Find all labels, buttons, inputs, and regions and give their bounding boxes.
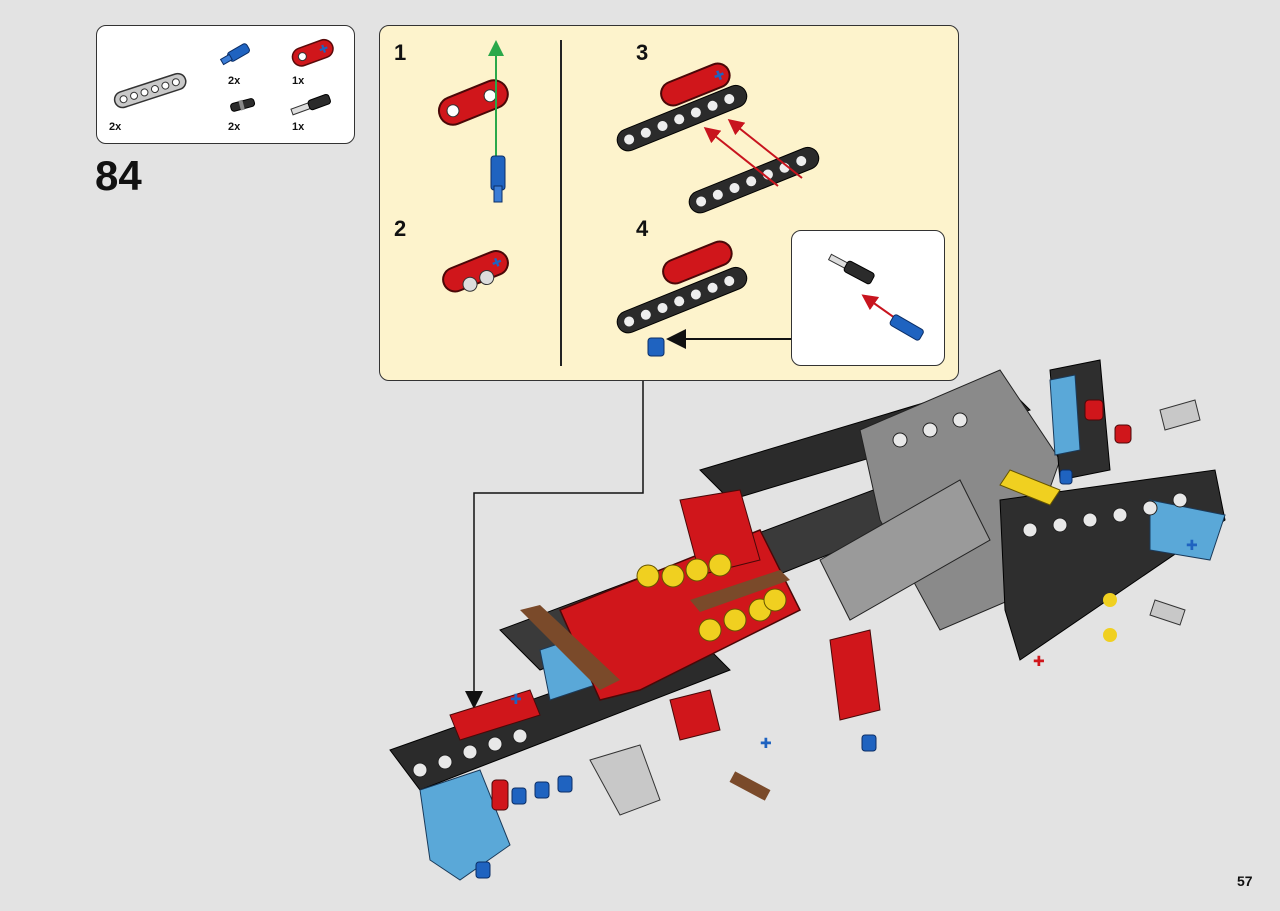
parts-list-illustrations: ✚ bbox=[113, 38, 334, 116]
qty-blue-pin: 2x bbox=[228, 75, 241, 87]
sub-step-2-number: 2 bbox=[394, 216, 407, 241]
svg-text:✚: ✚ bbox=[510, 691, 522, 707]
parts-list-box: ✚ 2x 2x 1x 2x 1x bbox=[96, 25, 355, 144]
chassis-assembly: ✚ ✚ ✚ ✚ bbox=[389, 359, 1226, 881]
sub-steps-illustration: ✚ ✚ bbox=[437, 40, 820, 357]
placement-arrow bbox=[465, 381, 644, 709]
svg-text:✚: ✚ bbox=[1186, 537, 1198, 553]
step-1-blue-pin bbox=[490, 155, 506, 203]
qty-gray-beam: 2x bbox=[109, 121, 122, 133]
gray-beam-part-image bbox=[113, 72, 187, 109]
black-axle-connector-part-image bbox=[290, 93, 331, 116]
svg-text:✚: ✚ bbox=[318, 43, 331, 57]
svg-text:✚: ✚ bbox=[760, 735, 772, 751]
callout-illustration bbox=[827, 253, 924, 341]
qty-red-lever: 1x bbox=[292, 75, 305, 87]
qty-black-pin: 2x bbox=[228, 121, 241, 133]
step-number: 84 bbox=[95, 152, 142, 199]
svg-text:✚: ✚ bbox=[490, 254, 505, 271]
step-4-blue-pin bbox=[647, 337, 665, 357]
black-friction-pin-part-image bbox=[230, 98, 256, 112]
sub-step-4-number: 4 bbox=[636, 216, 649, 241]
sub-panel-divider bbox=[560, 40, 562, 366]
step-3-upper-beam bbox=[616, 84, 748, 152]
step-3-red-arrow-a bbox=[703, 127, 779, 187]
step-3-red-lever: ✚ bbox=[660, 62, 731, 107]
sub-step-1-number: 1 bbox=[394, 40, 407, 65]
sub-assembly-panel: 1 2 3 4 ✚ ✚ bbox=[379, 25, 959, 381]
qty-axle-connector: 1x bbox=[292, 121, 305, 133]
step-2-assembly: ✚ bbox=[442, 250, 509, 293]
step-3-red-arrow-b bbox=[727, 119, 803, 179]
svg-text:✚: ✚ bbox=[1033, 653, 1045, 669]
step-4-red-lever bbox=[662, 240, 733, 285]
blue-axle-pin-part-image bbox=[219, 43, 250, 66]
svg-text:✚: ✚ bbox=[711, 66, 727, 84]
page-number: 57 bbox=[1237, 873, 1253, 889]
step-4-beam bbox=[616, 266, 748, 334]
red-double-lever-part-image: ✚ bbox=[291, 38, 334, 67]
sub-step-3-number: 3 bbox=[636, 40, 649, 65]
step-4-callout-box bbox=[791, 230, 945, 366]
